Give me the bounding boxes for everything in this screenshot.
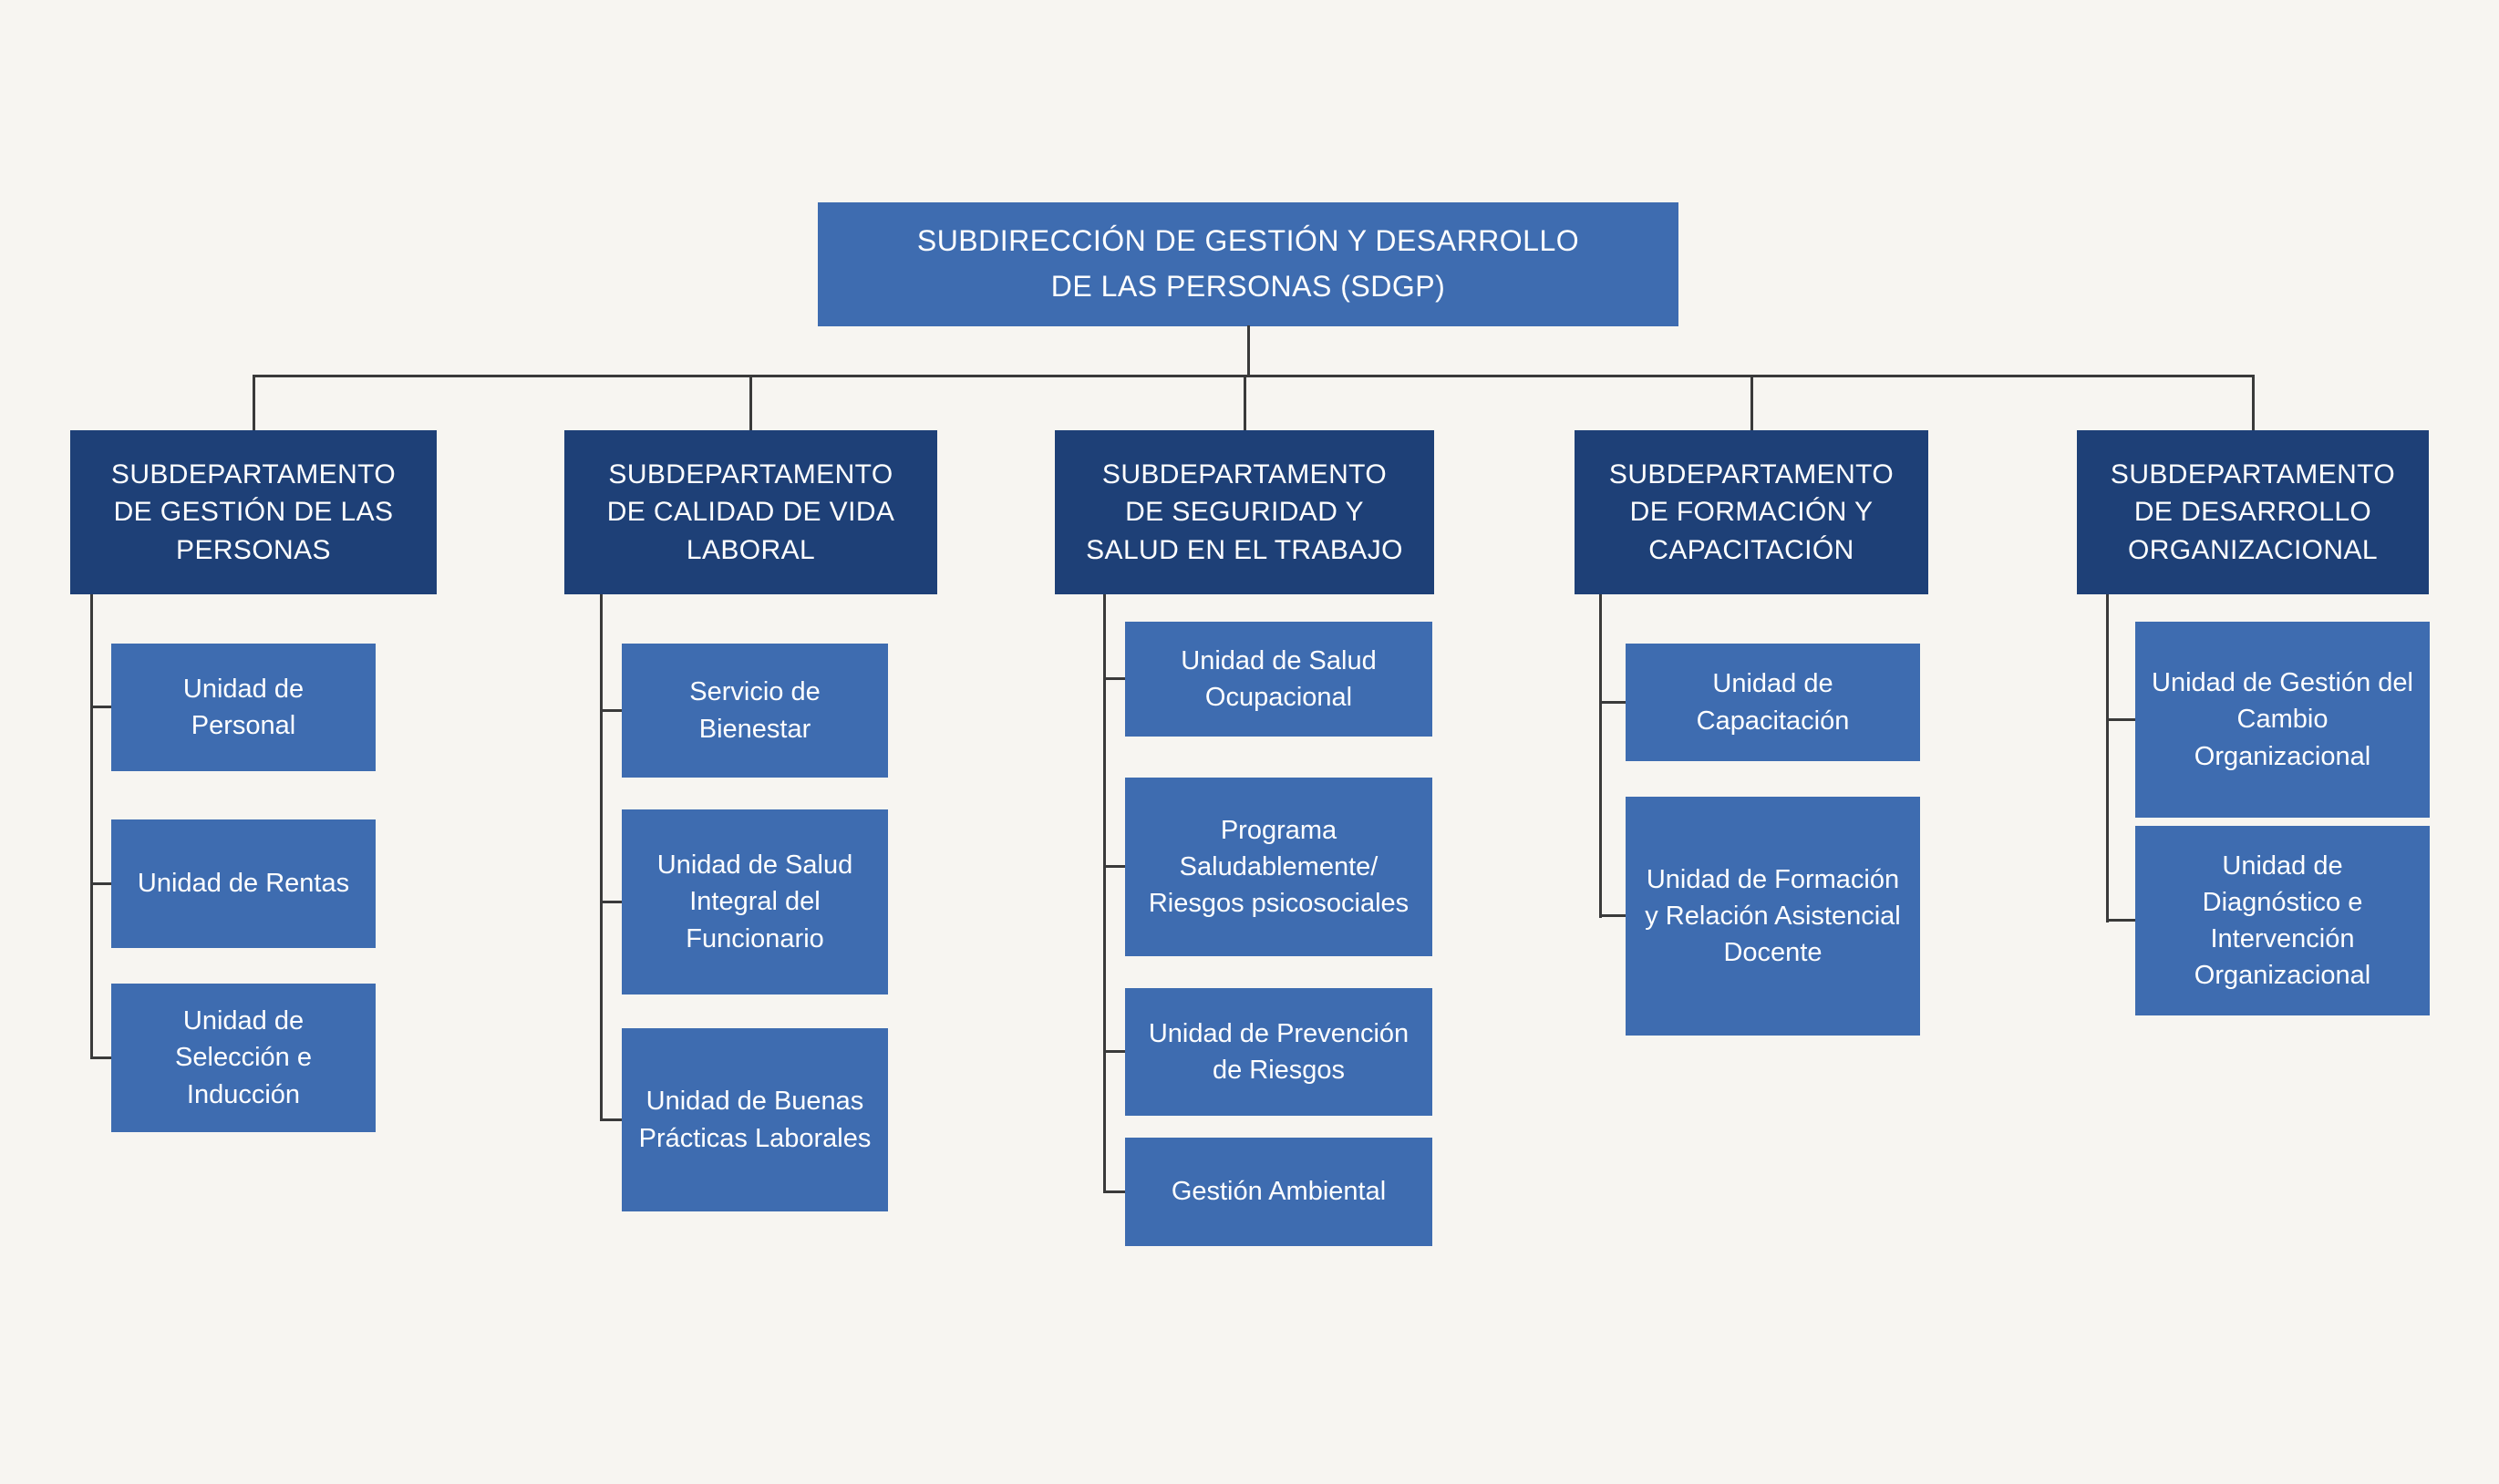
unit-diagnostico-e-intervencion-organizacional: Unidad de Diagnóstico e Intervención Org… — [2135, 826, 2430, 1015]
unit-gestion-ambiental: Gestión Ambiental — [1125, 1138, 1432, 1246]
unit-personal: Unidad de Personal — [111, 644, 376, 771]
unit-seleccion-e-induccion: Unidad de Selección e Inducción — [111, 984, 376, 1132]
connector-col3-stub-4 — [1103, 1190, 1125, 1193]
dept-gestion-de-las-personas: SUBDEPARTAMENTO DE GESTIÓN DE LAS PERSON… — [70, 430, 437, 594]
unit-servicio-de-bienestar-label: Servicio de Bienestar — [689, 677, 821, 744]
connector-col4-stub-2 — [1599, 914, 1626, 917]
unit-gestion-del-cambio-organizacional-label: Unidad de Gestión del Cambio Organizacio… — [2152, 668, 2413, 771]
unit-salud-integral-del-funcionario: Unidad de Salud Integral del Funcionario — [622, 809, 888, 994]
unit-capacitacion: Unidad de Capacitación — [1626, 644, 1920, 761]
dept-calidad-de-vida-laboral: SUBDEPARTAMENTO DE CALIDAD DE VIDA LABOR… — [564, 430, 937, 594]
unit-capacitacion-label: Unidad de Capacitación — [1696, 669, 1850, 736]
connector-col3-stub-3 — [1103, 1050, 1125, 1053]
connector-drop-dept-1 — [253, 375, 255, 430]
dept-formacion-y-capacitacion-label: SUBDEPARTAMENTO DE FORMACIÓN Y CAPACITAC… — [1608, 459, 1895, 565]
connector-col4-stub-1 — [1599, 701, 1626, 704]
unit-formacion-y-relacion-asistencial-docente-label: Unidad de Formación y Relación Asistenci… — [1645, 864, 1901, 967]
connector-drop-dept-5 — [2252, 375, 2255, 430]
dept-gestion-de-las-personas-label: SUBDEPARTAMENTO DE GESTIÓN DE LAS PERSON… — [110, 459, 397, 565]
connector-col1-stub-1 — [90, 706, 111, 708]
connector-col2-vertical — [600, 594, 603, 1121]
dept-formacion-y-capacitacion: SUBDEPARTAMENTO DE FORMACIÓN Y CAPACITAC… — [1575, 430, 1928, 594]
connector-col2-stub-2 — [600, 901, 622, 903]
unit-rentas-label: Unidad de Rentas — [137, 869, 350, 899]
unit-rentas: Unidad de Rentas — [111, 819, 376, 948]
unit-diagnostico-e-intervencion-organizacional-label: Unidad de Diagnóstico e Intervención Org… — [2194, 850, 2371, 991]
connector-col4-vertical — [1599, 594, 1602, 918]
connector-col5-stub-2 — [2106, 919, 2135, 922]
connector-root-drop — [1247, 325, 1250, 376]
unit-servicio-de-bienestar: Servicio de Bienestar — [622, 644, 888, 778]
connector-drop-dept-4 — [1750, 375, 1753, 430]
dept-seguridad-y-salud-en-el-trabajo-label: SUBDEPARTAMENTO DE SEGURIDAD Y SALUD EN … — [1086, 459, 1403, 565]
unit-formacion-y-relacion-asistencial-docente: Unidad de Formación y Relación Asistenci… — [1626, 797, 1920, 1036]
connector-col3-stub-2 — [1103, 865, 1125, 868]
unit-seleccion-e-induccion-label: Unidad de Selección e Inducción — [175, 1006, 312, 1109]
unit-gestion-del-cambio-organizacional: Unidad de Gestión del Cambio Organizacio… — [2135, 622, 2430, 818]
connector-col5-vertical — [2106, 594, 2109, 922]
connector-col5-stub-1 — [2106, 718, 2135, 721]
unit-prevencion-de-riesgos-label: Unidad de Prevención de Riesgos — [1148, 1018, 1410, 1085]
unit-prevencion-de-riesgos: Unidad de Prevención de Riesgos — [1125, 988, 1432, 1116]
unit-buenas-practicas-laborales: Unidad de Buenas Prácticas Laborales — [622, 1028, 888, 1211]
root-node: SUBDIRECCIÓN DE GESTIÓN Y DESARROLLO DE … — [818, 202, 1678, 326]
connector-col1-stub-2 — [90, 882, 111, 885]
connector-col1-vertical — [90, 594, 93, 1059]
unit-gestion-ambiental-label: Gestión Ambiental — [1171, 1177, 1387, 1207]
connector-col1-stub-3 — [90, 1056, 111, 1059]
connector-drop-dept-3 — [1244, 375, 1246, 430]
unit-salud-ocupacional-label: Unidad de Salud Ocupacional — [1181, 645, 1377, 712]
unit-programa-saludablemente: Programa Saludablemente/ Riesgos psicoso… — [1125, 778, 1432, 956]
dept-seguridad-y-salud-en-el-trabajo: SUBDEPARTAMENTO DE SEGURIDAD Y SALUD EN … — [1055, 430, 1434, 594]
unit-buenas-practicas-laborales-label: Unidad de Buenas Prácticas Laborales — [638, 1087, 872, 1153]
connector-col2-stub-1 — [600, 709, 622, 712]
dept-desarrollo-organizacional-label: SUBDEPARTAMENTO DE DESARROLLO ORGANIZACI… — [2110, 459, 2396, 565]
dept-calidad-de-vida-laboral-label: SUBDEPARTAMENTO DE CALIDAD DE VIDA LABOR… — [606, 459, 895, 565]
root-node-label: SUBDIRECCIÓN DE GESTIÓN Y DESARROLLO DE … — [916, 224, 1580, 303]
unit-personal-label: Unidad de Personal — [182, 674, 305, 740]
unit-salud-ocupacional: Unidad de Salud Ocupacional — [1125, 622, 1432, 737]
dept-desarrollo-organizacional: SUBDEPARTAMENTO DE DESARROLLO ORGANIZACI… — [2077, 430, 2429, 594]
connector-col3-vertical — [1103, 594, 1106, 1192]
connector-main-horizontal — [253, 375, 2255, 377]
connector-drop-dept-2 — [749, 375, 752, 430]
unit-salud-integral-del-funcionario-label: Unidad de Salud Integral del Funcionario — [656, 850, 853, 953]
connector-col3-stub-1 — [1103, 677, 1125, 680]
unit-programa-saludablemente-label: Programa Saludablemente/ Riesgos psicoso… — [1148, 815, 1410, 918]
connector-col2-stub-3 — [600, 1118, 622, 1121]
